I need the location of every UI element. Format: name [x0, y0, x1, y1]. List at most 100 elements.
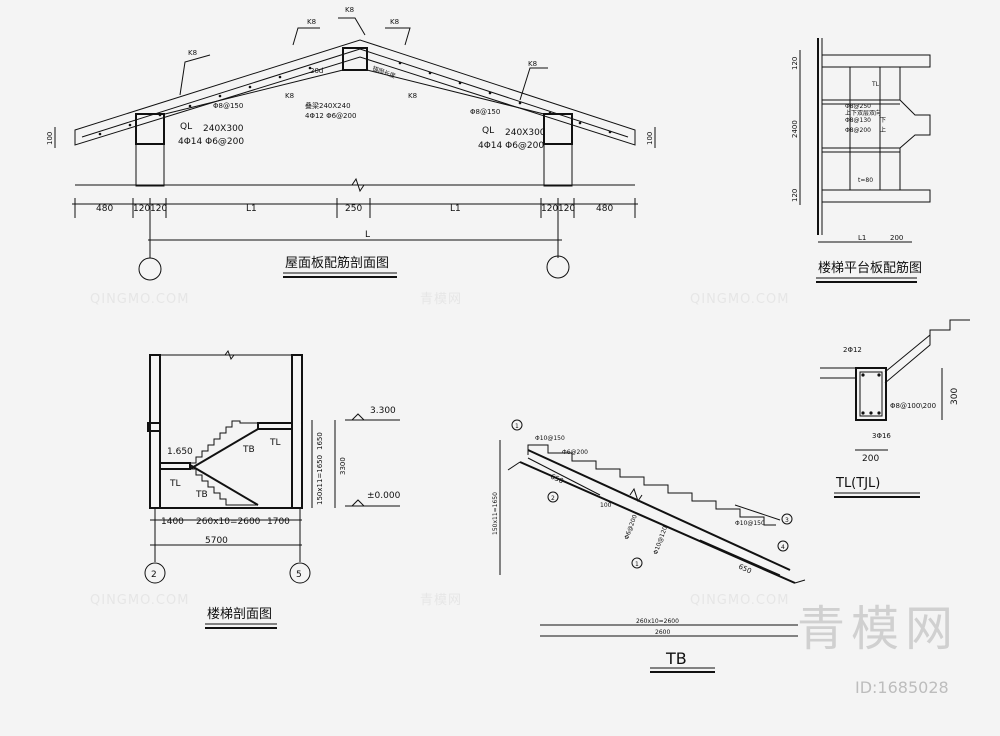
roof-k8-label: K8 [285, 92, 294, 100]
platform-dim-v: 120 [791, 189, 799, 202]
stair-axis-left: 2 [151, 570, 157, 580]
roof-dim: L1 [450, 204, 461, 214]
roof-section: K8 K8 K8 K8 K8 K8 K8 Φ8@150 Φ8@150 20d 锚… [46, 6, 656, 281]
roof-lap-label: 20d [310, 67, 323, 75]
tb-callout: 1 [515, 423, 519, 430]
tb-title: TB [665, 649, 687, 668]
platform-note: 下 [880, 117, 886, 124]
roof-total-dim: L [365, 230, 370, 240]
stair-axis-right: 5 [296, 570, 302, 580]
tl-detail: 2Φ12 Φ8@100\200 3Φ16 200 300 TL(TJL) [820, 319, 970, 498]
roof-dim: 120 [558, 204, 575, 214]
tb-rebar: Φ10@150 [535, 435, 565, 442]
roof-k8-label: K8 [528, 60, 537, 68]
watermark-layer: QINGMO.COM 青模网 QINGMO.COM QINGMO.COM 青模网… [90, 292, 789, 608]
roof-k8-label: K8 [307, 18, 316, 26]
roof-slab-thickness: 100 [646, 132, 654, 145]
roof-ql-label: QL [482, 126, 494, 136]
stair-elev-zero: ±0.000 [367, 491, 401, 501]
roof-title: 屋面板配筋剖面图 [285, 255, 389, 271]
tb-dim-v: 150x11=1650 [492, 492, 499, 535]
tl-beam [855, 367, 887, 421]
tb-rebar: Φ6@200 [623, 514, 639, 541]
roof-rebar-label: Φ8@150 [470, 108, 500, 116]
stair-section: TL TB TL TB 1.650 3.300 ±0.000 1650 150x… [144, 349, 401, 629]
eave-beam-right [543, 113, 573, 145]
roof-rebar-label: Φ8@150 [213, 102, 243, 110]
roof-beam-top-label: 叠梁240X240 [305, 101, 351, 110]
stair-dim-1650: 1650 [316, 432, 324, 450]
watermark-latin: QINGMO.COM [690, 292, 789, 307]
roof-dim: L1 [246, 204, 257, 214]
stair-tb-label: TB [195, 490, 208, 500]
roof-ql-size: 240X300 [203, 124, 244, 134]
roof-dim: 120 [541, 204, 558, 214]
tb-callout: 4 [781, 544, 785, 551]
tl-height: 300 [950, 388, 960, 405]
brand-watermark: 青模网 [797, 601, 959, 657]
watermark-cn: 青模网 [420, 593, 462, 608]
ridge-beam [342, 47, 368, 71]
stair-section-title: 楼梯剖面图 [207, 607, 272, 622]
stair-tb-label: TB [242, 445, 255, 455]
tb-detail: 1 2 1 3 4 Φ10@150 Φ6@200 Φ10@150 Φ6@200 … [492, 419, 806, 673]
stair-dim-h: 1400 [161, 517, 184, 527]
tl-width: 200 [862, 454, 879, 464]
roof-dim: 480 [596, 204, 613, 214]
roof-ql-label: QL [180, 122, 192, 132]
platform-dim-v: 120 [791, 57, 799, 70]
tb-rebar: Φ10@120 [652, 525, 669, 556]
platform-thickness: t=80 [858, 177, 873, 184]
roof-beam-top-rebar: 4Φ12 Φ6@200 [305, 112, 356, 120]
watermark-latin: QINGMO.COM [690, 593, 789, 608]
axis-bubble [546, 255, 570, 279]
tl-title: TL(TJL) [835, 476, 880, 491]
roof-k8-label: K8 [188, 49, 197, 57]
stair-dim-steps-v: 150x11=1650 [316, 455, 324, 505]
roof-ql-rebar: 4Φ14 Φ6@200 [478, 141, 544, 151]
tb-callout: 3 [785, 517, 789, 524]
platform-tl-label: TL [871, 81, 880, 88]
roof-anchor-label: 锚固长度 [371, 64, 396, 80]
roof-slab-thickness: 100 [46, 132, 54, 145]
roof-k8-label: K8 [390, 18, 399, 26]
tb-len-100: 100 [600, 502, 612, 509]
platform-note: 上下双层双向 [845, 109, 881, 117]
roof-slab [74, 39, 636, 146]
tl-bottom-rebar: 3Φ16 [872, 432, 891, 440]
image-id: ID:1685028 [855, 678, 949, 697]
tb-callout: 1 [635, 561, 639, 568]
roof-k8-label: K8 [345, 6, 354, 14]
stair-dim-h: 260x10=2600 [196, 517, 261, 527]
platform-note: Φ8@250 [845, 103, 871, 110]
tb-dim-h1: 260x10=2600 [636, 618, 679, 625]
watermark-latin: QINGMO.COM [90, 593, 189, 608]
stair-tl-label: TL [169, 479, 181, 489]
tb-dim-h2: 2600 [655, 629, 670, 636]
roof-ql-rebar: 4Φ14 Φ6@200 [178, 137, 244, 147]
tb-rebar: Φ10@150 [735, 520, 765, 527]
axis-bubble [289, 562, 311, 584]
platform-dim-v: 2400 [791, 120, 799, 138]
watermark-cn: 青模网 [420, 292, 462, 307]
stair-dim-total: 5700 [205, 536, 228, 546]
tb-len: 650 [737, 563, 753, 576]
stair-tl-label: TL [269, 438, 281, 448]
stair-elev-mid: 1.650 [167, 447, 193, 457]
platform-dim-l1: L1 [858, 234, 866, 242]
platform-section: TL Φ8@250 上下双层双向 Φ8@130 下 Φ8@200 上 t=80 … [791, 38, 931, 283]
stair-dim-h: 1700 [267, 517, 290, 527]
roof-dim: 250 [345, 204, 362, 214]
axis-bubble [144, 562, 166, 584]
roof-ql-size: 240X300 [505, 128, 546, 138]
platform-note: Φ8@200 [845, 127, 871, 134]
platform-title: 楼梯平台板配筋图 [818, 260, 922, 276]
watermark-latin: QINGMO.COM [90, 292, 189, 307]
roof-dim: 120 [133, 204, 150, 214]
tl-top-rebar: 2Φ12 [843, 346, 862, 354]
tb-len: 650 [549, 473, 565, 486]
axis-bubble [138, 257, 162, 281]
stair-elev-top: 3.300 [370, 406, 396, 416]
tb-rebar: Φ6@200 [562, 449, 588, 456]
